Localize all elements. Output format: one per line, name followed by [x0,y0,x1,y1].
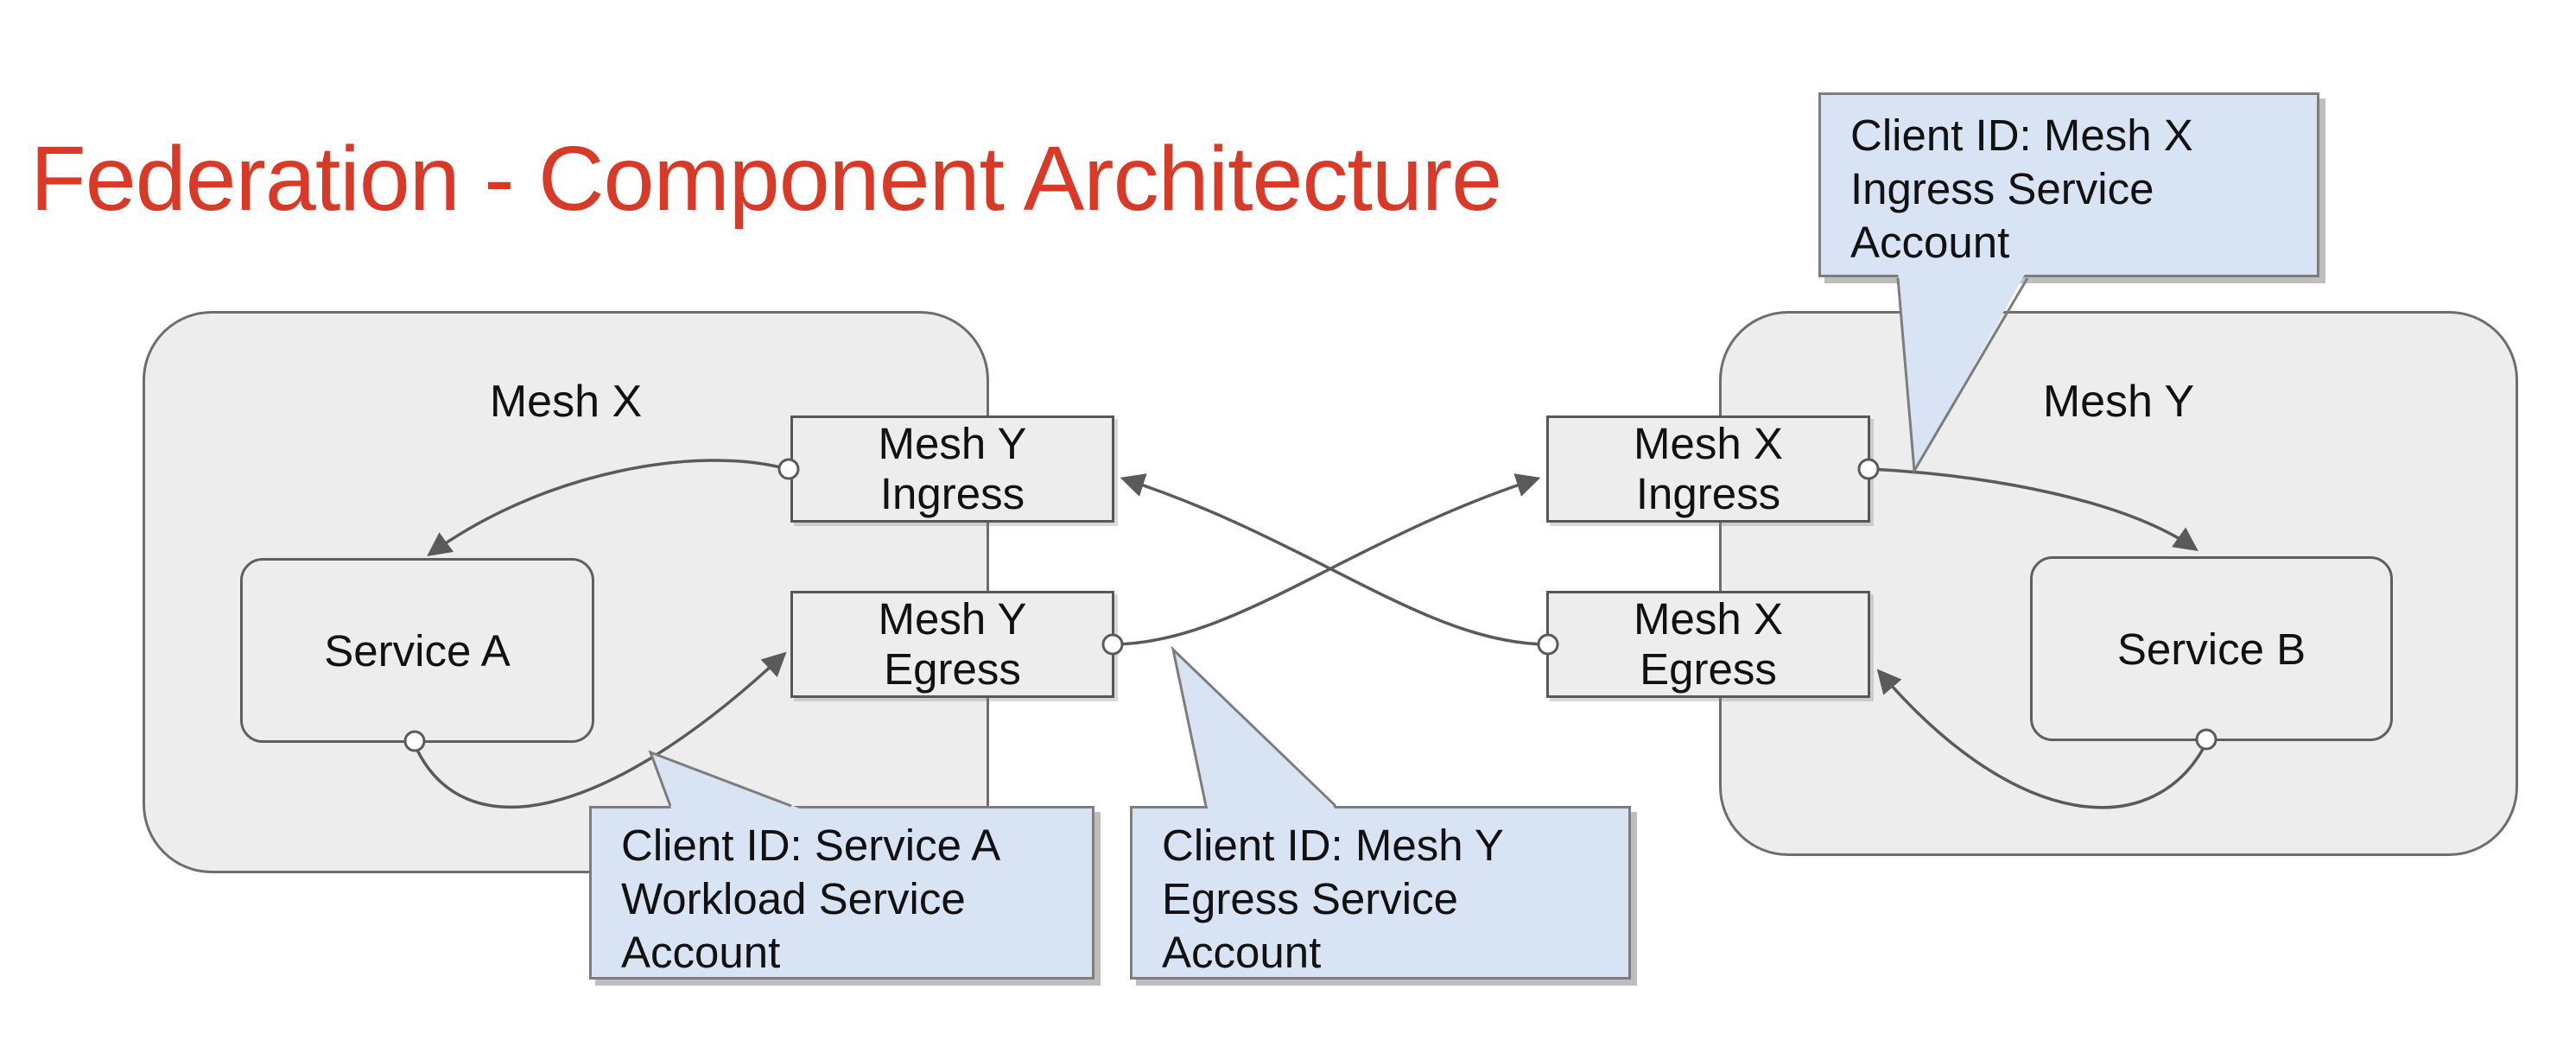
callout-line: Workload Service [621,874,966,923]
callout-tail-mesh-y-egress-edge [1171,645,1337,808]
service-a-label: Service A [324,625,511,675]
service-a-node: Service A [240,558,594,743]
callout-line: Account [621,928,781,977]
arrow-mesh-y-egress-to-mesh-x-ingress [1112,473,1541,646]
arrow-mesh-x-egress-to-mesh-y-ingress [1120,473,1549,646]
callout-mesh-x-ingress-service-account: Client ID: Mesh X Ingress Service Accoun… [1818,92,2319,277]
slide-title: Federation - Component Architecture [30,128,1502,230]
callout-service-a-workload-service-account: Client ID: Service A Workload Service Ac… [589,806,1094,980]
service-b-node: Service B [2030,556,2393,741]
mesh-x-egress-node: Mesh X Egress [1546,591,1870,698]
callout-mesh-y-egress-service-account: Client ID: Mesh Y Egress Service Account [1130,806,1631,980]
mesh-x-egress-label-line2: Egress [1640,644,1777,694]
mesh-y-egress-node: Mesh Y Egress [790,591,1114,698]
mesh-y-label: Mesh Y [2042,377,2195,427]
mesh-y-ingress-label-line1: Mesh Y [878,419,1027,468]
mesh-x-label: Mesh X [489,377,643,427]
mesh-x-ingress-label-line1: Mesh X [1634,419,1783,468]
callout-line: Ingress Service [1850,164,2154,213]
callout-line: Client ID: Service A [621,821,1001,870]
callout-tail-mesh-y-egress [1173,650,1342,815]
mesh-y-egress-label-line2: Egress [884,644,1021,694]
mesh-y-egress-label-line1: Mesh Y [878,594,1027,644]
callout-line: Account [1850,218,2010,267]
callout-line: Client ID: Mesh Y [1162,821,1504,870]
service-b-label: Service B [2116,624,2306,674]
callout-line: Account [1162,928,1322,977]
mesh-x-egress-label-line1: Mesh X [1634,594,1783,644]
mesh-y-ingress-node: Mesh Y Ingress [790,415,1114,523]
callout-line: Egress Service [1162,874,1458,923]
mesh-y-ingress-label-line2: Ingress [879,469,1025,518]
mesh-x-ingress-node: Mesh X Ingress [1546,415,1870,523]
mesh-x-ingress-label-line2: Ingress [1635,469,1781,518]
callout-line: Client ID: Mesh X [1850,111,2193,160]
